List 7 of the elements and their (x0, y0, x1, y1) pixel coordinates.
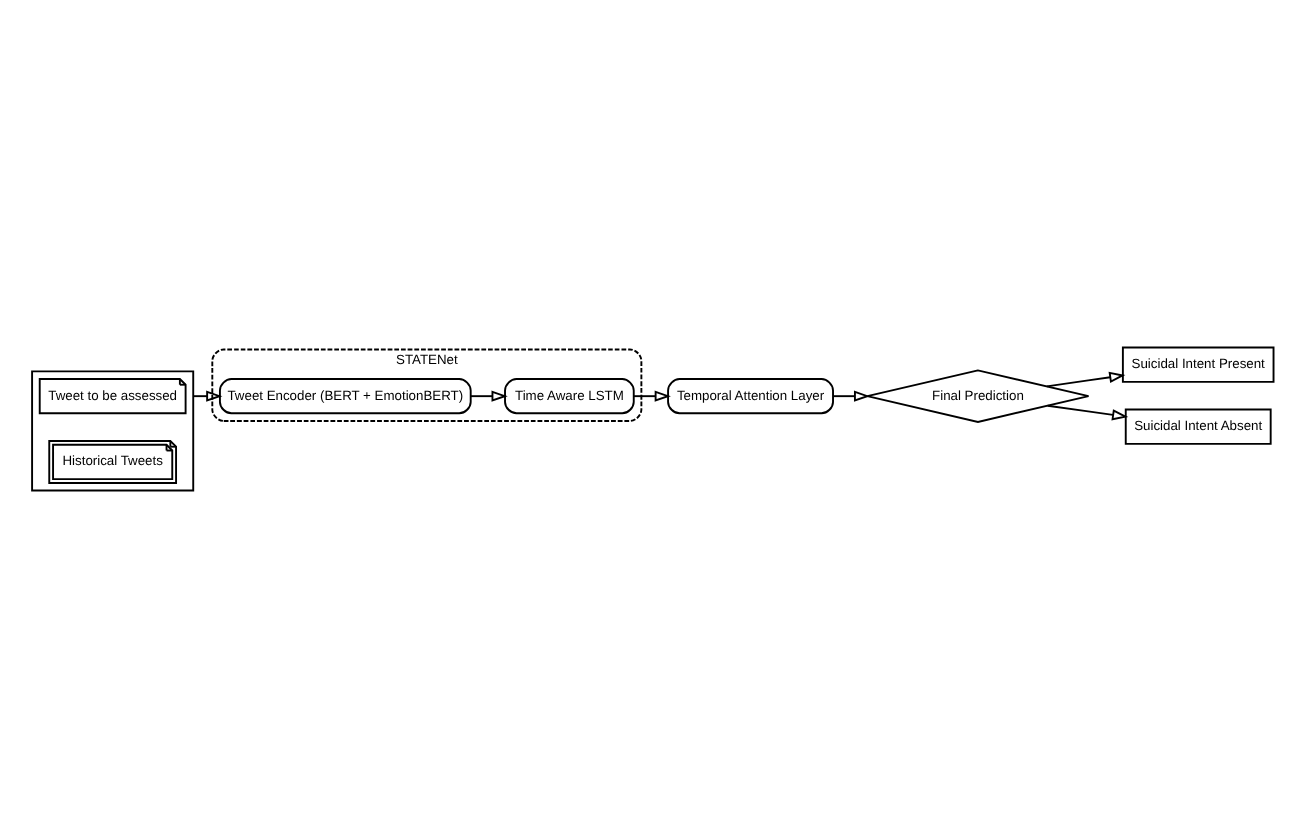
arrow (470, 389, 508, 401)
arrow (832, 389, 871, 401)
arrow (1046, 403, 1129, 420)
arrow (632, 389, 671, 401)
arrow (1045, 370, 1126, 387)
cluster (31, 369, 195, 491)
arrow (192, 389, 223, 401)
